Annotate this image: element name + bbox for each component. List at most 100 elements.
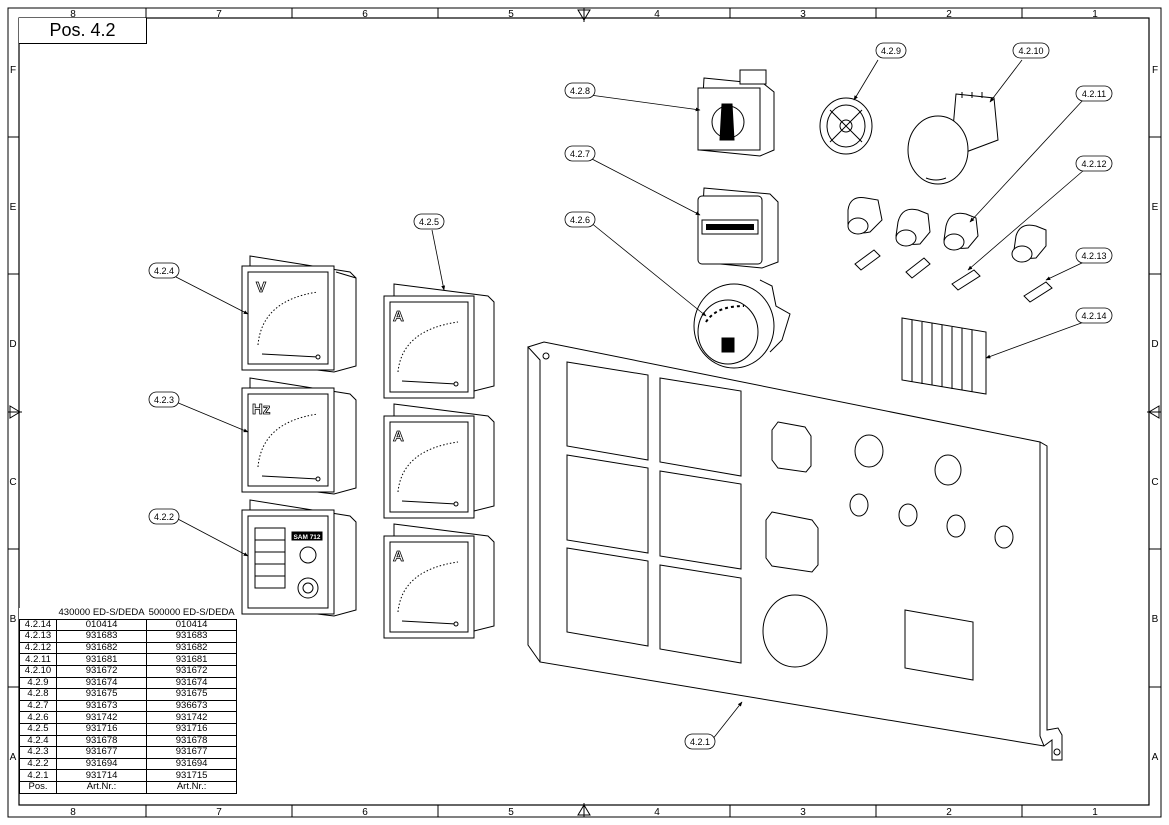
artnr-cell: 931742	[55, 711, 148, 724]
svg-text:4.2.9: 4.2.9	[881, 46, 901, 56]
artnr-cell: 010414	[55, 618, 148, 632]
ammeter-2	[383, 403, 495, 519]
pos-cell: 4.2.12	[19, 641, 57, 655]
row-label: E	[1152, 202, 1159, 213]
row-label: D	[9, 339, 16, 350]
pos-cell: 4.2.9	[19, 676, 57, 690]
svg-text:4.2.3: 4.2.3	[154, 395, 174, 405]
svg-text:4.2.11: 4.2.11	[1082, 89, 1106, 99]
callout-4-2-11: 4.2.11	[1075, 85, 1113, 102]
pos-cell: 4.2.2	[19, 757, 57, 771]
header-500000: 500000 ED-S/DEDA	[146, 607, 237, 620]
callout-4-2-3: 4.2.3	[148, 391, 180, 408]
artnr-cell: 931682	[146, 641, 238, 655]
row-label: A	[10, 752, 17, 763]
header-430000: 430000 ED-S/DEDA	[56, 607, 147, 620]
svg-text:4.2.6: 4.2.6	[570, 215, 590, 225]
svg-text:4.2.4: 4.2.4	[154, 266, 174, 276]
artnr-cell: 931678	[55, 734, 148, 748]
footer-artnr-1: Art.Nr.:	[55, 780, 148, 794]
col-label: 3	[800, 807, 806, 818]
emergency-light	[819, 97, 873, 155]
header-blank	[19, 608, 57, 620]
callout-4-2-14: 4.2.14	[1075, 307, 1113, 324]
callout-4-2-1: 4.2.1	[684, 733, 716, 750]
controller-label: SAM 712	[293, 534, 320, 541]
artnr-cell: 931716	[55, 722, 148, 736]
ammeter-1	[383, 283, 495, 399]
svg-text:4.2.8: 4.2.8	[570, 86, 590, 96]
col-label: 1	[1092, 9, 1098, 20]
callout-4-2-6: 4.2.6	[564, 211, 596, 228]
svg-text:4.2.12: 4.2.12	[1081, 159, 1106, 169]
pos-cell: 4.2.11	[19, 653, 57, 666]
volt-meter	[241, 255, 357, 373]
svg-text:4.2.13: 4.2.13	[1081, 251, 1106, 261]
col-label: 3	[800, 9, 806, 20]
pos-cell: 4.2.1	[19, 769, 57, 782]
artnr-cell: 931682	[55, 641, 148, 655]
artnr-cell: 931694	[55, 757, 148, 771]
ammeter-2-label: A	[393, 428, 404, 445]
drawing-frame	[7, 7, 1162, 818]
callout-4-2-4: 4.2.4	[148, 262, 180, 279]
svg-text:4.2.10: 4.2.10	[1018, 46, 1043, 56]
artnr-cell: 931742	[146, 711, 238, 724]
artnr-cell: 931715	[146, 769, 238, 782]
pos-cell: 4.2.7	[19, 699, 57, 713]
col-label: 7	[216, 807, 222, 818]
ammeter-1-label: A	[393, 308, 404, 325]
hertz-meter-label: Hz	[252, 401, 270, 418]
callouts: 4.2.1 4.2.2 4.2.3 4.2.4 4.2.5 4.2.6 4.2.…	[148, 42, 1113, 750]
pos-cell: 4.2.4	[19, 734, 57, 748]
selector-switch	[697, 69, 775, 157]
svg-text:4.2.7: 4.2.7	[570, 149, 590, 159]
col-label: 5	[508, 807, 514, 818]
col-label: 7	[216, 9, 222, 20]
col-label: 6	[362, 9, 368, 20]
grid-labels: 8 7 6 5 4 3 2 1 8 7 6 5 4 3 2 1 F E D C …	[9, 9, 1158, 818]
col-label: 2	[946, 9, 952, 20]
artnr-cell: 931677	[55, 746, 148, 759]
pos-cell: 4.2.13	[19, 630, 57, 643]
artnr-cell: 931673	[55, 699, 148, 713]
callout-4-2-9: 4.2.9	[875, 42, 907, 59]
col-label: 1	[1092, 807, 1098, 818]
callout-4-2-13: 4.2.13	[1075, 247, 1113, 264]
parts-table-footer: Pos. Art.Nr.: Art.Nr.:	[19, 780, 238, 794]
pos-cell: 4.2.10	[19, 664, 57, 678]
pos-cell: 4.2.5	[19, 722, 57, 736]
pos-cell: 4.2.6	[19, 711, 57, 724]
artnr-cell: 936673	[146, 699, 238, 713]
artnr-cell: 931694	[146, 757, 238, 771]
artnr-cell: 010414	[146, 618, 238, 632]
callout-4-2-10: 4.2.10	[1012, 42, 1050, 59]
row-label: C	[9, 477, 16, 488]
pos-cell: 4.2.14	[19, 618, 57, 632]
parts-table-header: 430000 ED-S/DEDA 500000 ED-S/DEDA	[19, 607, 237, 620]
svg-text:4.2.5: 4.2.5	[419, 217, 439, 227]
col-label: 4	[654, 807, 660, 818]
col-label: 5	[508, 9, 514, 20]
terminal-block	[901, 317, 987, 395]
artnr-cell: 931675	[146, 688, 238, 701]
callout-4-2-7: 4.2.7	[564, 145, 596, 162]
callout-4-2-12: 4.2.12	[1075, 155, 1113, 172]
front-panel	[527, 341, 1063, 761]
volt-meter-label: V	[256, 279, 266, 296]
svg-text:4.2.14: 4.2.14	[1081, 311, 1106, 321]
page-title: Pos. 4.2	[19, 18, 147, 44]
artnr-cell: 931672	[55, 664, 148, 678]
row-label: B	[1152, 614, 1159, 625]
